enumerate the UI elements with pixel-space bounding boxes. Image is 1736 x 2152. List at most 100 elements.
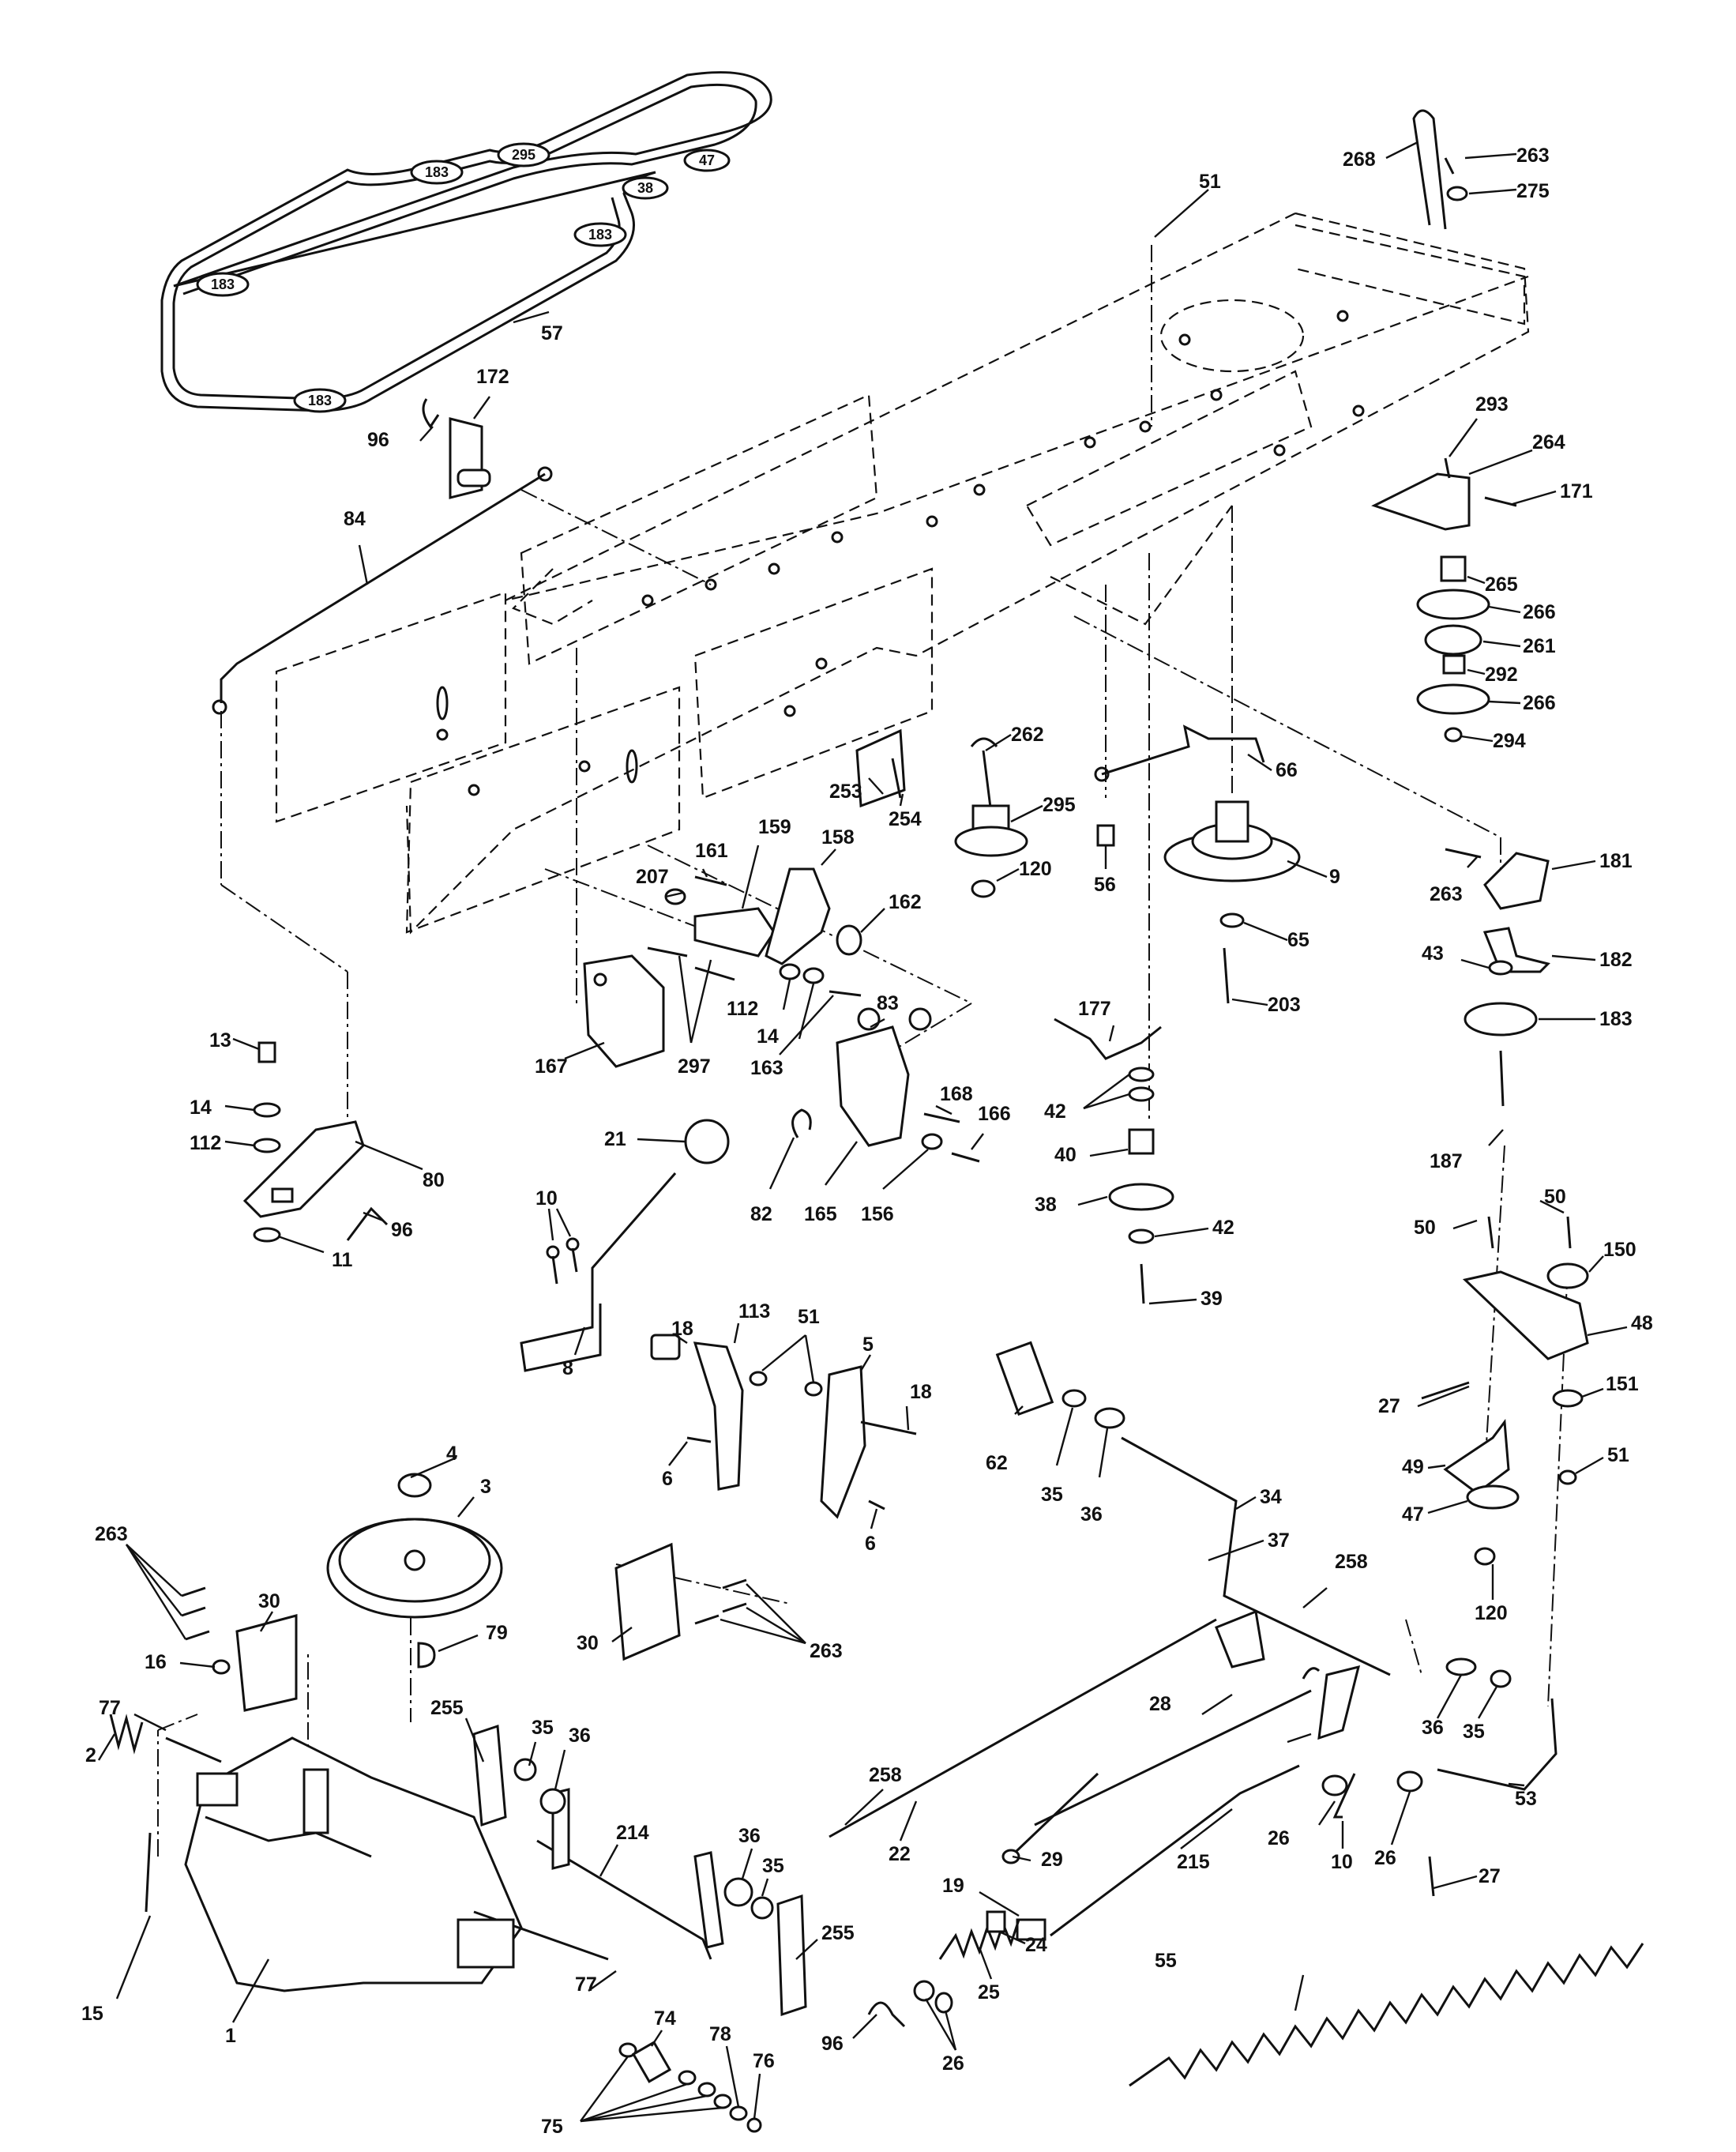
spring-55 [1129, 1943, 1644, 2087]
rod-268 [1412, 109, 1468, 230]
bracket-253 [855, 728, 906, 808]
callout-265: 265 [1485, 574, 1518, 596]
callout-156: 156 [861, 1203, 894, 1225]
callout-14: 14 [757, 1025, 779, 1048]
callout-80: 80 [423, 1169, 445, 1191]
callout-42-b: 42 [1212, 1217, 1234, 1239]
callout-27-b: 27 [1479, 1865, 1501, 1887]
callout-14-b: 14 [190, 1097, 212, 1119]
callout-25: 25 [978, 1981, 1000, 2003]
callout-40: 40 [1054, 1144, 1077, 1166]
bolt-56 [1096, 824, 1115, 847]
callout-66: 66 [1276, 759, 1298, 781]
callout-labels: 57 96 172 84 51 268 263 275 293 264 171 … [81, 145, 1653, 2138]
rod-215 [1016, 1764, 1435, 1941]
bracket-30-right [614, 1542, 747, 1661]
svg-text:183: 183 [425, 164, 449, 180]
bracket-167 [583, 954, 665, 1068]
callout-30: 30 [258, 1590, 280, 1612]
spring-25-and-parts [867, 1910, 1020, 2028]
svg-text:38: 38 [637, 180, 653, 196]
callout-83: 83 [877, 992, 899, 1014]
callout-207: 207 [636, 866, 669, 888]
bolts-297 [647, 946, 735, 981]
drive-belt [160, 71, 772, 412]
clutch-arm-assembly [829, 1609, 1558, 1864]
callout-74: 74 [654, 2007, 676, 2030]
callout-266-b: 266 [1523, 692, 1556, 714]
clutch-rod-34 [995, 1341, 1391, 1676]
callout-11: 11 [332, 1249, 353, 1271]
belt-pulley-38: 38 [622, 176, 669, 200]
callout-26-b: 26 [1374, 1847, 1396, 1869]
callout-42: 42 [1044, 1100, 1066, 1123]
callout-181: 181 [1599, 850, 1633, 872]
callout-5: 5 [862, 1334, 874, 1356]
callout-29: 29 [1041, 1849, 1063, 1871]
callout-166: 166 [978, 1103, 1011, 1125]
callout-77: 77 [99, 1697, 121, 1719]
callout-49: 49 [1402, 1456, 1424, 1478]
callout-120: 120 [1019, 858, 1052, 880]
callout-161: 161 [695, 840, 728, 862]
pivot-assembly-158-159 [664, 867, 862, 997]
callout-2: 2 [85, 1744, 96, 1766]
frame-holes [436, 310, 1365, 796]
bracket-172 [422, 398, 491, 499]
svg-text:47: 47 [699, 152, 715, 168]
callout-263-c: 263 [95, 1523, 128, 1545]
clip-pins-10 [546, 1237, 580, 1285]
callout-215: 215 [1177, 1851, 1210, 1873]
callout-151: 151 [1606, 1373, 1639, 1395]
callout-165: 165 [804, 1203, 837, 1225]
callout-262: 262 [1011, 724, 1044, 746]
callout-182: 182 [1599, 949, 1633, 971]
knob-21 [684, 1119, 730, 1164]
callout-82: 82 [750, 1203, 772, 1225]
callout-4: 4 [446, 1443, 457, 1465]
belt-pulley-295: 295 [497, 142, 550, 167]
callout-297: 297 [678, 1055, 711, 1078]
callout-275: 275 [1516, 180, 1550, 202]
callout-16: 16 [145, 1651, 167, 1673]
callout-75: 75 [541, 2116, 563, 2138]
callout-9: 9 [1329, 866, 1340, 888]
callout-253: 253 [829, 781, 862, 803]
callout-35-c: 35 [762, 1855, 784, 1877]
callout-13: 13 [209, 1029, 231, 1052]
callout-30-b: 30 [577, 1632, 599, 1654]
callout-27: 27 [1378, 1395, 1400, 1417]
callout-36: 36 [1080, 1503, 1103, 1526]
bracket-264-assembly [1371, 457, 1517, 743]
callout-43: 43 [1422, 942, 1444, 965]
callout-34: 34 [1260, 1486, 1282, 1508]
axle-parts-75 [618, 2041, 762, 2133]
callout-47: 47 [1402, 1503, 1424, 1526]
callout-10-b: 10 [1331, 1851, 1353, 1873]
callout-35: 35 [1041, 1484, 1063, 1506]
callout-18-b: 18 [910, 1381, 932, 1403]
idler-stack-183 [1445, 848, 1550, 1107]
callout-293: 293 [1475, 393, 1509, 416]
callout-96-b: 96 [391, 1219, 413, 1241]
bracket-49-pulley-47 [1443, 1418, 1577, 1566]
callout-268: 268 [1343, 149, 1376, 171]
callout-112-b: 112 [190, 1132, 221, 1154]
callout-76: 76 [753, 2050, 775, 2072]
callout-167: 167 [535, 1055, 568, 1078]
pedal-bracket-48 [1421, 1216, 1589, 1408]
callout-8: 8 [562, 1357, 573, 1379]
callout-38: 38 [1035, 1194, 1057, 1216]
callout-79: 79 [486, 1622, 508, 1644]
leader-lines [97, 141, 1628, 2123]
callout-22: 22 [889, 1843, 911, 1865]
callout-254: 254 [889, 808, 922, 830]
callout-264: 264 [1532, 431, 1565, 453]
callout-35-d: 35 [1463, 1721, 1485, 1743]
callout-48: 48 [1631, 1312, 1653, 1334]
callout-261: 261 [1523, 635, 1556, 657]
callout-26: 26 [1268, 1827, 1290, 1849]
callout-158: 158 [821, 826, 855, 848]
svg-text:295: 295 [512, 147, 535, 163]
callout-18: 18 [671, 1318, 693, 1340]
